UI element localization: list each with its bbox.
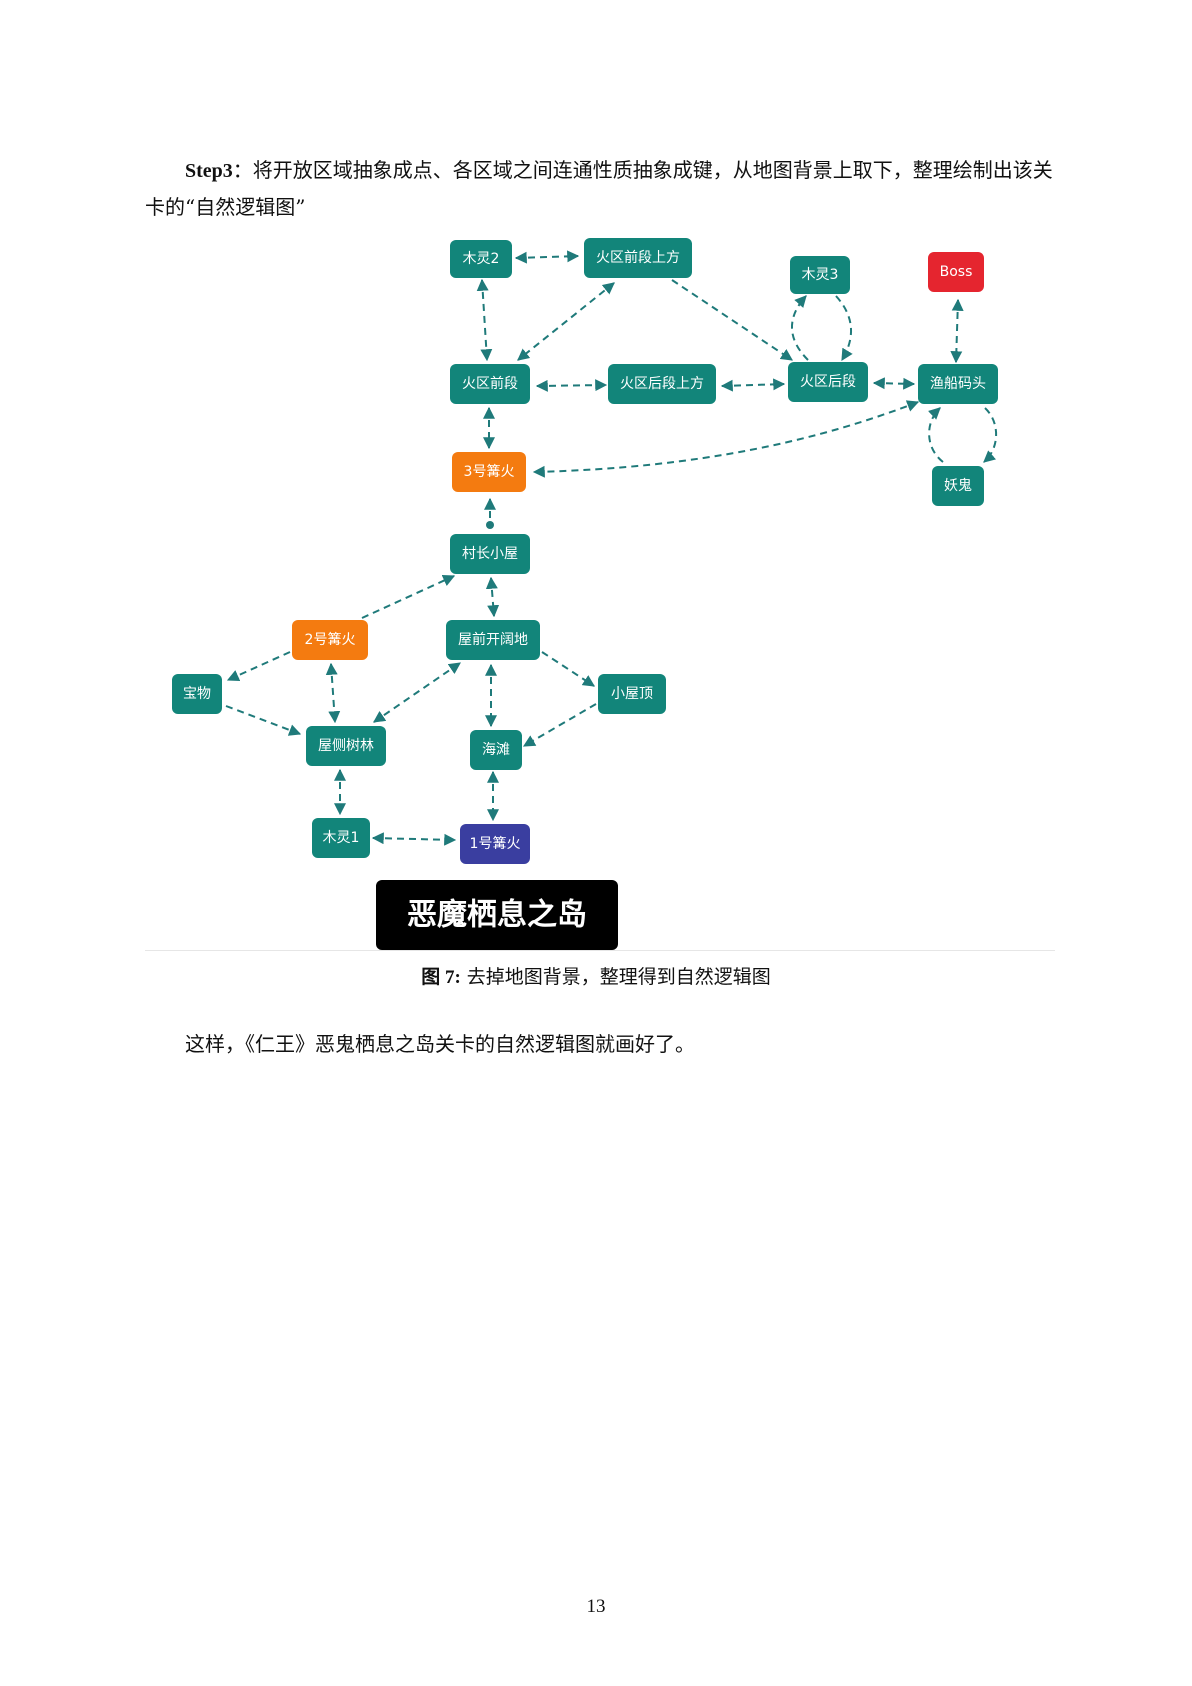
edges — [225, 250, 998, 846]
caption-text: 去掉地图背景，整理得到自然逻辑图 — [460, 966, 771, 988]
node-wuce-shulin: 屋侧树林 — [306, 726, 386, 766]
edge-cunzhang-wuqian-kuodi — [485, 576, 500, 618]
edge-wuce-shulin-wuqian-kuodi — [373, 662, 461, 723]
edge-yaogui-loop-right — [983, 407, 998, 463]
svg-text:屋前开阔地: 屋前开阔地 — [458, 631, 528, 648]
step-label: Step3 — [185, 160, 233, 182]
svg-text:2号篝火: 2号篝火 — [305, 632, 356, 648]
divider — [145, 950, 1055, 951]
svg-text:宝物: 宝物 — [183, 686, 211, 702]
node-mulin2: 木灵2 — [450, 240, 512, 278]
edge-mulin3-loop-right — [835, 295, 853, 362]
svg-text:村长小屋: 村长小屋 — [462, 546, 518, 562]
edge-bonfire2-wuce-shulin — [325, 662, 341, 724]
edge-wuqian-kuodi-xiaowu-ding — [541, 651, 596, 687]
edge-mulin1-bonfire1 — [371, 832, 457, 846]
svg-text:木灵3: 木灵3 — [802, 267, 839, 283]
node-xiaowu-ding: 小屋顶 — [598, 674, 666, 714]
node-cunzhang-xiaowu: 村长小屋 — [450, 534, 530, 574]
node-baowu: 宝物 — [172, 674, 222, 714]
svg-text:火区前段上方: 火区前段上方 — [596, 249, 680, 266]
svg-text:渔船码头: 渔船码头 — [930, 376, 986, 392]
node-huoqu-houduan-shangfang: 火区后段上方 — [608, 364, 716, 404]
edge-yuchuan-matou-bonfire3 — [532, 400, 920, 478]
svg-text:火区前段: 火区前段 — [462, 375, 518, 392]
edge-huoqu-qianduan-shangfang-huoqu-qianduan — [517, 282, 615, 361]
edge-huoqu-qianduan-houduan-shangfang — [535, 379, 608, 392]
svg-text:恶魔栖息之岛: 恶魔栖息之岛 — [407, 898, 587, 933]
edge-huoqu-qianduan-shangfang-huoqu-houduan — [671, 279, 793, 361]
node-mulin3: 木灵3 — [790, 256, 850, 294]
intro-text: ：将开放区域抽象成点、各区域之间连通性质抽象成键，从地图背景上取下，整理绘制出该… — [145, 158, 1053, 219]
svg-text:妖鬼: 妖鬼 — [944, 478, 972, 494]
svg-text:小屋顶: 小屋顶 — [611, 686, 653, 702]
svg-text:屋侧树林: 屋侧树林 — [318, 738, 374, 754]
edge-huoqu-houduan-yuchuan-matou — [872, 377, 916, 390]
node-boss: Boss — [928, 252, 984, 292]
node-haitan: 海滩 — [470, 730, 522, 770]
figure-caption: 图 7: 去掉地图背景，整理得到自然逻辑图 — [0, 962, 1192, 989]
edge-mulin2-huoqu-qianduan-shangfang — [514, 250, 580, 264]
edge-cunzhang-bonfire2 — [361, 575, 456, 619]
node-bonfire3: 3号篝火 — [452, 452, 526, 492]
svg-text:3号篝火: 3号篝火 — [464, 464, 515, 480]
node-huoqu-qianduan-shangfang: 火区前段上方 — [584, 238, 692, 278]
svg-text:木灵1: 木灵1 — [323, 830, 360, 846]
edge-yaogui-loop-left — [928, 407, 944, 463]
node-bonfire1: 1号篝火 — [460, 824, 530, 864]
node-huoqu-houduan: 火区后段 — [788, 362, 868, 402]
edge-baowu-wuce-shulin — [225, 705, 302, 736]
page-number: 13 — [586, 1596, 606, 1617]
edge-xiaowu-ding-haitan — [522, 703, 597, 747]
svg-text:火区后段: 火区后段 — [800, 374, 856, 390]
node-wuqian-kuodi: 屋前开阔地 — [446, 620, 540, 660]
node-mulin1: 木灵1 — [312, 818, 370, 858]
edge-boss-yuchuan-matou — [950, 298, 964, 364]
intro-paragraph: Step3：将开放区域抽象成点、各区域之间连通性质抽象成键，从地图背景上取下，整… — [145, 152, 1055, 225]
edge-dot — [486, 521, 494, 529]
node-bonfire2: 2号篝火 — [292, 620, 368, 660]
map-name-banner: 恶魔栖息之岛 — [376, 880, 618, 950]
svg-text:海滩: 海滩 — [482, 742, 510, 758]
edge-mulin2-huoqu-qianduan — [476, 278, 493, 362]
node-yaogui: 妖鬼 — [932, 466, 984, 506]
closing-paragraph: 这样，《仁王》恶鬼栖息之岛关卡的自然逻辑图就画好了。 — [145, 1026, 1055, 1062]
node-yuchuan-matou: 渔船码头 — [918, 364, 998, 404]
node-huoqu-qianduan: 火区前段 — [450, 364, 530, 404]
closing-text: 这样，《仁王》恶鬼栖息之岛关卡的自然逻辑图就画好了。 — [185, 1032, 695, 1056]
edge-bonfire2-baowu — [226, 651, 291, 682]
edge-mulin3-loop-left — [791, 295, 809, 361]
svg-text:Boss: Boss — [940, 264, 973, 280]
caption-label: 图 7: — [421, 967, 461, 988]
edge-houduan-shangfang-huoqu-houduan — [720, 378, 786, 392]
svg-text:火区后段上方: 火区后段上方 — [620, 376, 704, 392]
svg-text:1号篝火: 1号篝火 — [470, 836, 521, 852]
svg-text:木灵2: 木灵2 — [463, 251, 500, 267]
